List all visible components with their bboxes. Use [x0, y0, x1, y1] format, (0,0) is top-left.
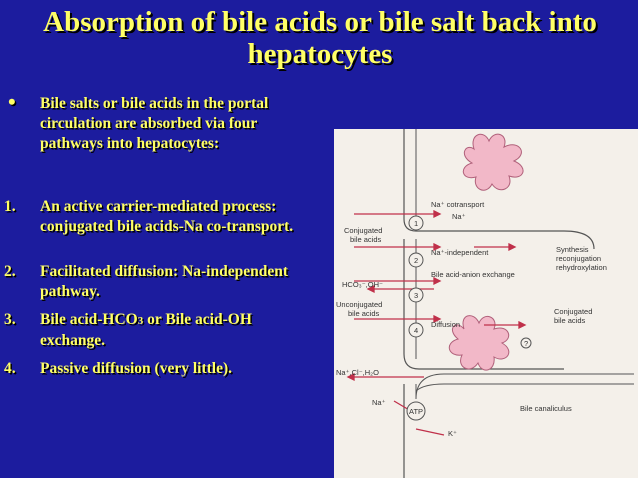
bullet-text: Bile salts or bile acids in the portal c…: [40, 95, 269, 152]
synthesis-label-1: Synthesis: [556, 245, 589, 254]
list-text-4: Passive diffusion (very little).: [40, 360, 233, 377]
list-text-3: Bile acid-HCO3 or Bile acid-OH exchange.: [40, 310, 320, 351]
conjugated-right-label-2: bile acids: [554, 316, 586, 325]
hco3-oh-label: HCO₃⁻,OH⁻: [342, 280, 383, 289]
list-text-3-pre: Bile acid-HCO: [40, 311, 138, 328]
atp-label: ATP: [409, 407, 423, 416]
unconjugated-label-1: Unconjugated: [336, 300, 382, 309]
synthesis-label-2: reconjugation: [556, 254, 601, 263]
na-plus-label-1: Na⁺: [452, 212, 466, 221]
bile-canaliculus-bottom-shape: [448, 315, 510, 371]
list-number-4: 4.: [4, 360, 16, 377]
unconjugated-label-2: bile acids: [348, 309, 380, 318]
na-plus-label-2: Na⁺: [372, 398, 386, 407]
conjugated-right-label-1: Conjugated: [554, 307, 592, 316]
synthesis-label-3: rehydroxylation: [556, 263, 607, 272]
bile-canaliculus-top-shape: [462, 133, 524, 191]
list-number-3: 3.: [4, 311, 16, 328]
na-independent-label: Na⁺-independent: [431, 248, 489, 257]
question-mark: ?: [524, 339, 528, 348]
pathway-2: 2: [414, 256, 418, 265]
list-number-1: 1.: [4, 198, 16, 215]
list-text-3-sub: 3: [137, 315, 144, 327]
slide-title: Absorption of bile acids or bile salt ba…: [43, 6, 597, 70]
membrane-inner: [415, 383, 634, 392]
membrane-lower-right: [415, 373, 634, 400]
diffusion-label: Diffusion: [431, 320, 460, 329]
bile-acid-anion-label: Bile acid-anion exchange: [431, 270, 515, 279]
pathway-3: 3: [414, 291, 418, 300]
conjugated-bile-acids-label-2: bile acids: [350, 235, 382, 244]
list-text-1: An active carrier-mediated process: conj…: [40, 198, 294, 235]
list-number-2: 2.: [4, 263, 16, 280]
bullet-marker: •: [8, 89, 16, 114]
bile-canaliculus-label: Bile canaliculus: [520, 404, 572, 413]
diagram-svg: 1 2 3 4 ? ATP Na⁺ cotransport Na⁺ Conjug…: [336, 129, 634, 478]
transport-arrows: [346, 209, 527, 436]
pathway-1: 1: [414, 219, 418, 228]
list-text-2: Facilitated diffusion: Na-independent pa…: [40, 263, 289, 300]
list-text-3-post: or Bile acid-OH exchange.: [40, 311, 252, 349]
k-plus-label: K⁺: [448, 429, 457, 438]
pathway-markers: 1 2 3 4 ? ATP: [406, 215, 532, 421]
na-cotransport-label: Na⁺ cotransport: [431, 200, 485, 209]
conjugated-bile-acids-label-1: Conjugated: [344, 226, 382, 235]
hepatocyte-boundary: [403, 239, 564, 370]
na-cl-h2o-label: Na⁺,Cl⁻,H₂O: [336, 368, 379, 377]
hepatocyte-diagram: 1 2 3 4 ? ATP Na⁺ cotransport Na⁺ Conjug…: [334, 129, 638, 478]
pathway-4: 4: [414, 326, 418, 335]
